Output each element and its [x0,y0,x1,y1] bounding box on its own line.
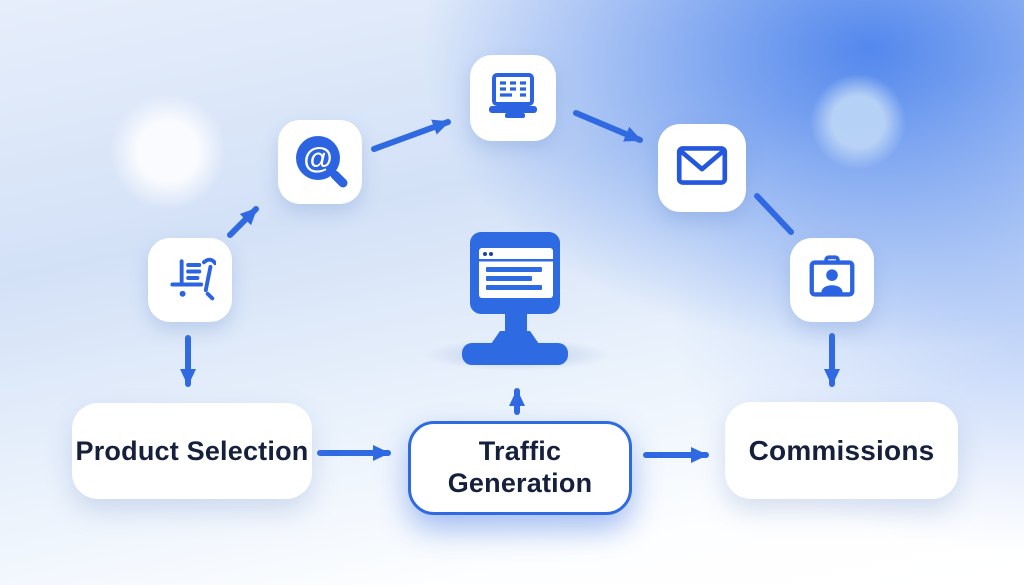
laptop-tile [470,55,556,141]
shopping-cart-icon [164,252,218,309]
email-tile [658,124,746,212]
desktop-monitor-icon [460,228,570,368]
arrow-cart-to-at [227,206,259,238]
node-product-selection: Product Selection [72,403,312,499]
node-commissions: Commissions [725,402,958,499]
id-badge-icon [805,251,859,310]
node-product-selection-label: Product Selection [75,435,309,466]
laptop-icon [485,68,541,129]
product-selection-tile [148,238,232,322]
node-commissions-label: Commissions [748,434,935,466]
connector-envelope-to-badge [754,193,794,235]
arrow-laptop-to-envelope [573,110,643,143]
at-glyph: @ [303,142,332,175]
at-search-tile: @ [278,120,362,204]
arrow-at-to-laptop [371,119,451,152]
id-badge-tile [790,238,874,322]
node-traffic-generation: Traffic Generation [408,421,632,515]
at-search-icon: @ [292,132,348,193]
node-traffic-generation-label: Traffic Generation [447,436,593,498]
envelope-icon [673,137,731,200]
